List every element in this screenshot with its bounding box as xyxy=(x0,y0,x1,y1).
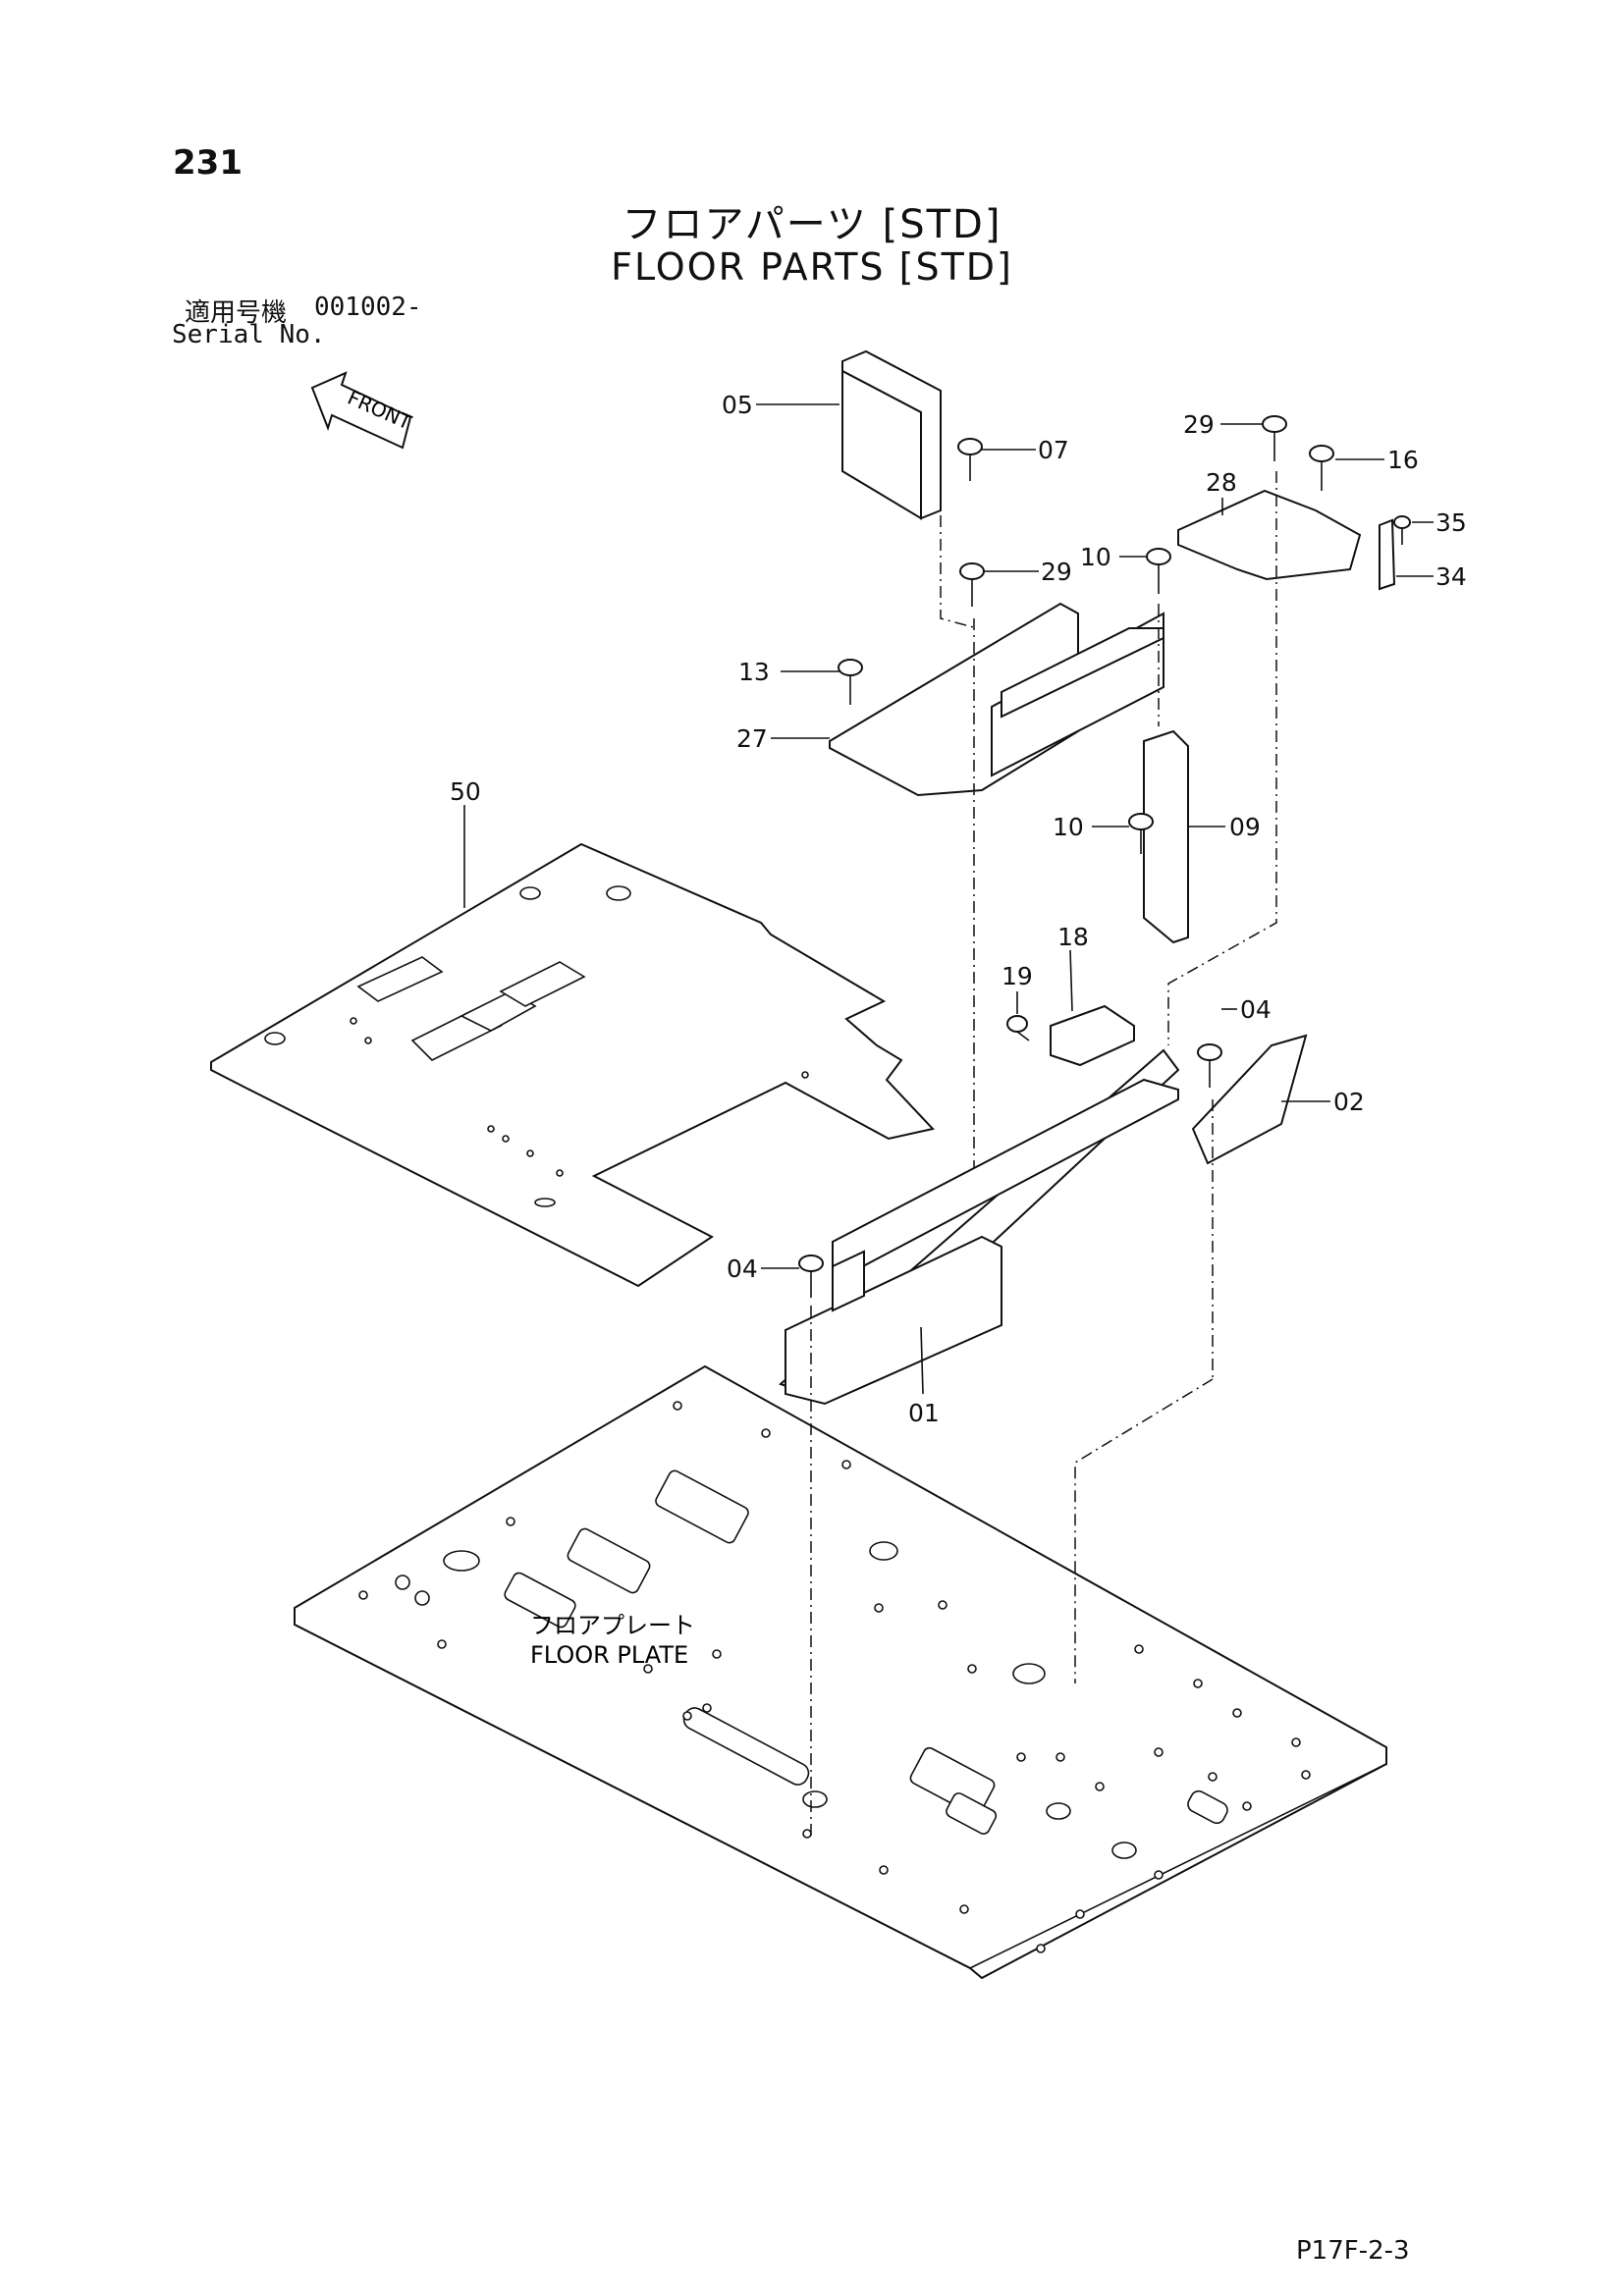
bolt-13 xyxy=(838,659,863,705)
stay-34 xyxy=(1379,518,1396,591)
bolt-04-left xyxy=(798,1255,824,1298)
frame-01 xyxy=(779,1048,1180,1406)
bolt-35 xyxy=(1393,515,1411,545)
bracket-28 xyxy=(1177,489,1362,581)
title-japanese: フロアパーツ [STD] xyxy=(622,202,1002,247)
callout-07: 07 xyxy=(1038,436,1069,464)
callout-18: 18 xyxy=(1057,923,1089,951)
callout-34: 34 xyxy=(1435,562,1467,591)
bracket-02 xyxy=(1191,1034,1308,1165)
front-direction-arrow-icon: FRONT xyxy=(310,371,415,450)
callout-04-right: 04 xyxy=(1240,995,1272,1024)
bolt-19 xyxy=(1006,1015,1030,1041)
callout-10-upper: 10 xyxy=(1080,543,1111,571)
callout-27: 27 xyxy=(736,724,768,753)
floor-mat-50 xyxy=(210,842,935,1288)
bolt-04-right xyxy=(1197,1043,1222,1088)
bolt-29-middle xyxy=(959,562,985,607)
callout-02: 02 xyxy=(1333,1088,1365,1116)
callout-29-middle: 29 xyxy=(1041,558,1072,586)
bolt-10-upper xyxy=(1146,548,1171,594)
callout-50: 50 xyxy=(450,777,481,806)
bolt-16 xyxy=(1309,445,1334,491)
bolt-29-upper xyxy=(1262,415,1287,461)
callout-09: 09 xyxy=(1229,813,1261,841)
stay-09 xyxy=(1143,729,1189,944)
callout-16: 16 xyxy=(1387,446,1419,474)
mounting-plate-27 xyxy=(829,602,1164,797)
assembly-lines xyxy=(810,471,1277,1836)
bolt-10-lower xyxy=(1128,813,1154,854)
callout-13: 13 xyxy=(738,658,770,686)
callout-10-lower: 10 xyxy=(1053,813,1084,841)
floor-plate-label-english: FLOOR PLATE xyxy=(530,1641,688,1669)
callout-05: 05 xyxy=(722,391,753,419)
serial-label-japanese: 適用号機 xyxy=(185,298,288,328)
callout-28: 28 xyxy=(1206,468,1237,497)
callout-35: 35 xyxy=(1435,508,1467,537)
floor-plate-label-japanese: フロアプレート xyxy=(530,1612,695,1639)
page-number: 231 xyxy=(173,143,243,183)
bracket-05 xyxy=(841,349,942,520)
bolt-07 xyxy=(957,438,983,481)
serial-number-value: 001002- xyxy=(314,293,422,322)
title-english: FLOOR PARTS [STD] xyxy=(611,245,1013,289)
bracket-18 xyxy=(1050,1004,1135,1067)
drawing-code: P17F-2-3 xyxy=(1296,2236,1410,2266)
leader-lines xyxy=(463,403,1434,1395)
callout-19: 19 xyxy=(1001,962,1033,990)
callout-01: 01 xyxy=(908,1399,940,1427)
floor-plate: フロアプレート FLOOR PLATE xyxy=(294,1364,1387,1980)
callout-04-left: 04 xyxy=(727,1255,758,1283)
floor-plate-mounting-holes xyxy=(358,1401,1311,1953)
serial-label-english: Serial No. xyxy=(172,320,326,349)
callout-29-upper: 29 xyxy=(1183,410,1215,439)
